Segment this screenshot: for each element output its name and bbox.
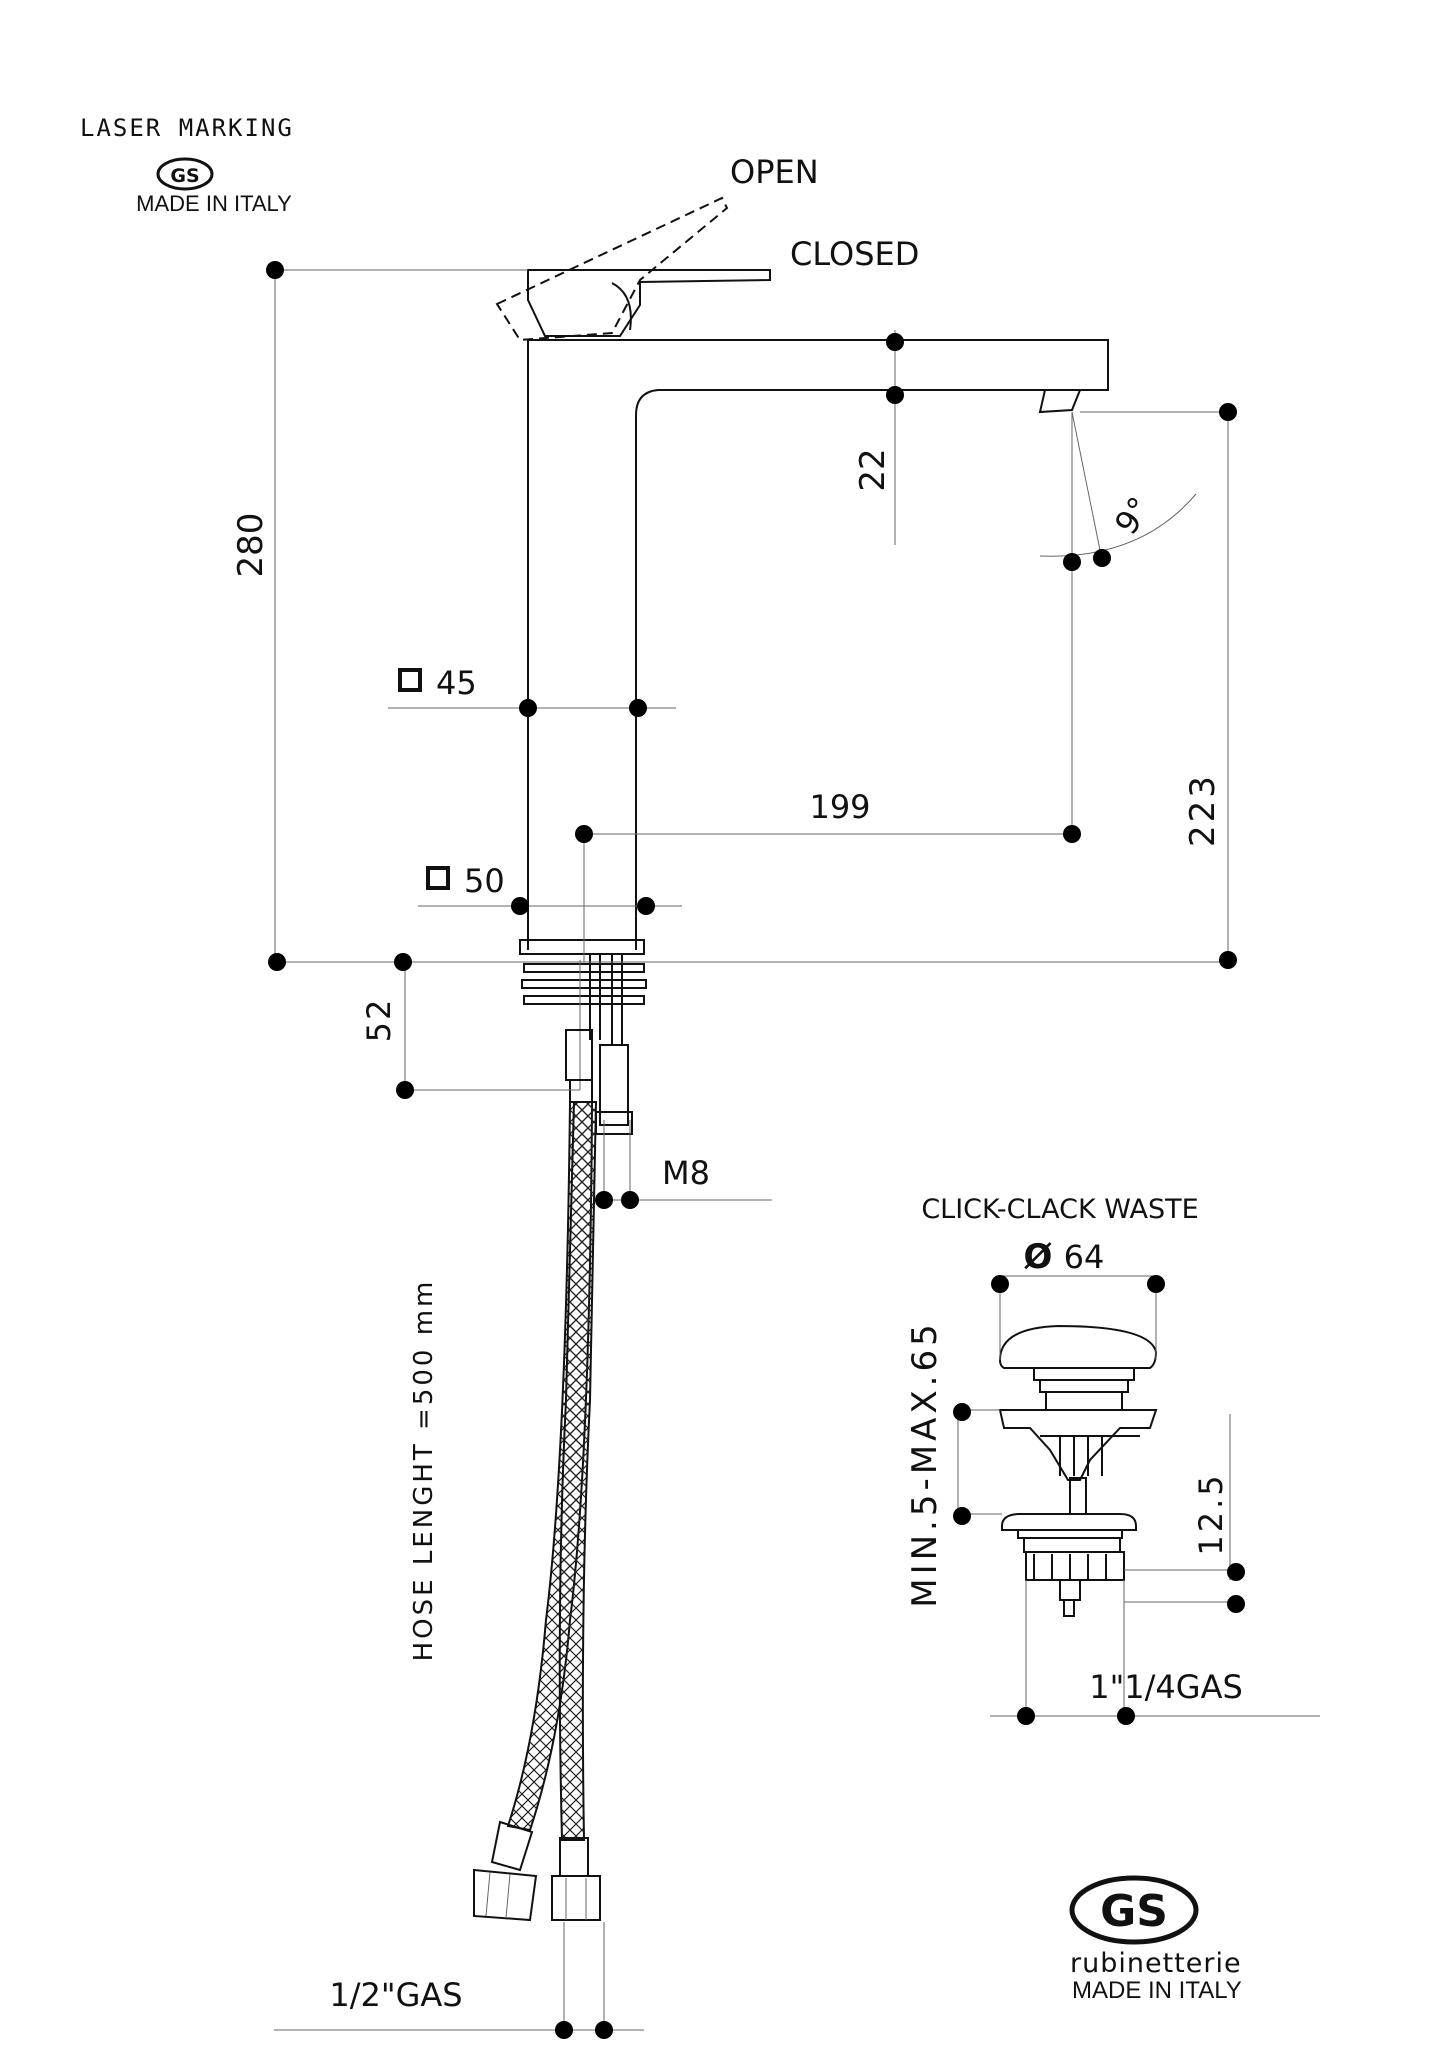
dim-square-45: 45 [436,664,477,702]
hose-length-label: HOSE LENGHT =500 mm [409,1279,439,1662]
waste-dimension-lines [957,1275,1320,1717]
dim-shank-52: 52 [360,998,398,1043]
square-50-icon [426,866,450,890]
waste-diameter-value: 64 [1064,1238,1105,1276]
brand-name: rubinetterie [1070,1948,1242,1979]
dim-stud-m8: M8 [662,1154,710,1192]
waste-dimension-dots [953,1275,1245,1725]
laser-marking-title: LASER MARKING [80,114,294,142]
waste-gas-label: 1"1/4GAS [1089,1668,1243,1706]
laser-logo-text: GS [170,165,199,187]
waste-thread-height: 12.5 [1192,1472,1230,1555]
flexible-hoses [473,1101,601,1922]
hose-gas-label: 1/2"GAS [329,1976,462,2014]
dim-height-280: 280 [231,513,271,578]
brand-gs-logo: GS [1069,1875,1199,1945]
laser-origin-text: MADE IN ITALY [136,191,292,216]
waste-thickness-range: MIN.5-MAX.65 [905,1320,945,1607]
square-45-icon [398,668,422,692]
hose-nut-right [551,1837,601,1921]
brand-origin: MADE IN ITALY [1072,1977,1242,2004]
waste-diameter-symbol: Ø [1024,1237,1053,1277]
waste-body [998,1324,1158,1617]
faucet-body [495,196,1109,1135]
dim-square-50: 50 [464,862,505,900]
dimension-lines [274,269,1229,2031]
lever-closed-label: CLOSED [790,235,919,273]
waste-title: CLICK-CLACK WASTE [921,1194,1198,1225]
dimension-dots [266,261,1237,2039]
hose-nut-left [473,1820,538,1922]
lever-open-label: OPEN [730,153,819,191]
dim-height-223: 223 [1183,773,1223,847]
dim-spout-22: 22 [853,448,893,491]
laser-gs-logo: GS [156,157,214,191]
dim-angle-9: 9° [1107,490,1159,542]
brand-logo-text: GS [1100,1886,1168,1937]
dim-reach-199: 199 [809,788,870,826]
